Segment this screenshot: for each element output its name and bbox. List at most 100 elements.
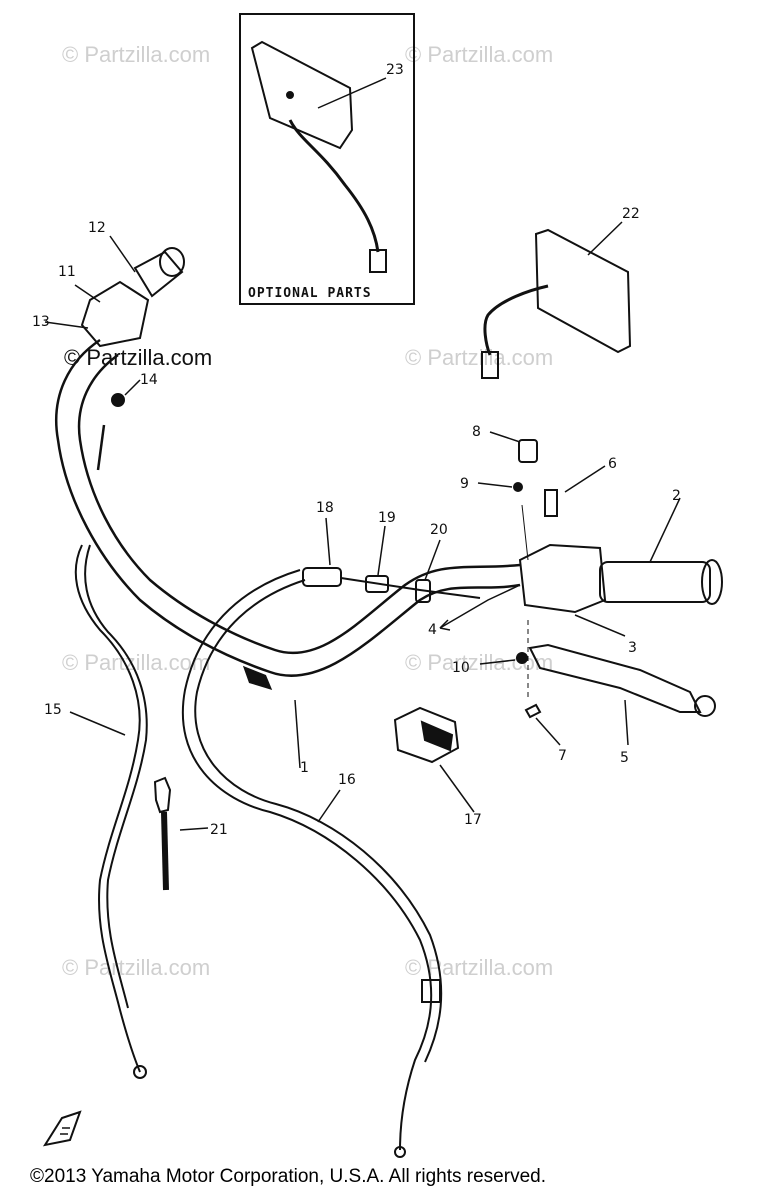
callout-20: 20 — [430, 522, 448, 538]
leader-line — [564, 465, 606, 493]
callout-9: 9 — [460, 476, 469, 492]
leader-line — [477, 482, 513, 488]
alignment-line — [521, 504, 529, 561]
bolt-21-shaft — [161, 811, 169, 891]
leader-line — [439, 764, 475, 813]
mirror-head-22 — [534, 228, 632, 354]
callout-4: 4 — [428, 622, 437, 638]
leader-line — [317, 789, 341, 823]
cable-15-path-inner — [84, 544, 148, 1009]
nut-10 — [516, 652, 528, 664]
mirror-mount-23 — [369, 249, 387, 273]
left-switch-11 — [80, 280, 150, 348]
callout-12: 12 — [88, 220, 106, 236]
inset-frame — [239, 13, 415, 305]
throttle-housing-3 — [518, 543, 607, 614]
callout-3: 3 — [628, 640, 637, 656]
callout-16: 16 — [338, 772, 356, 788]
leader-line — [649, 497, 681, 563]
callout-13: 13 — [32, 314, 50, 330]
nut-19 — [365, 575, 389, 593]
cable-link — [340, 577, 481, 599]
junction-body-17 — [393, 706, 460, 764]
leader-line — [317, 77, 387, 109]
handlebar-1 — [55, 338, 521, 769]
cable-15-path — [74, 544, 141, 1073]
mirror-stem-23 — [288, 119, 380, 253]
callout-21: 21 — [210, 822, 228, 838]
leader-line — [44, 321, 89, 329]
leader-line — [489, 431, 521, 443]
callout-6: 6 — [608, 456, 617, 472]
cable-16 — [181, 569, 443, 1158]
leader-line — [587, 221, 623, 256]
callout-23: 23 — [386, 62, 404, 78]
leader-line — [574, 614, 626, 637]
watermark-text: © Partzilla.com — [405, 650, 553, 675]
handlebar-clamp-band — [242, 665, 273, 690]
watermark-text-dark: © Partzilla.com — [64, 345, 212, 370]
leader-line — [179, 827, 209, 831]
lever-ball-end — [694, 695, 716, 717]
arrow-head-4 — [439, 619, 451, 631]
right-grip-assembly — [439, 497, 723, 637]
watermark-text: © Partzilla.com — [62, 42, 210, 67]
bolt-21 — [153, 776, 209, 891]
leader-line — [124, 379, 141, 396]
junction-shade — [420, 720, 454, 752]
arrow-line-4 — [439, 584, 521, 629]
cable-end-16 — [394, 1146, 406, 1158]
screw-shaft-14 — [96, 424, 106, 471]
leader-line — [294, 699, 301, 769]
copyright-notice: ©2013 Yamaha Motor Corporation, U.S.A. A… — [30, 1166, 546, 1187]
adjuster-18 — [302, 567, 342, 587]
leader-line — [535, 717, 561, 746]
watermark-text: © Partzilla.com — [405, 42, 553, 67]
callout-14: 14 — [140, 372, 158, 388]
screw-6 — [544, 489, 558, 517]
watermark-text: © Partzilla.com — [62, 955, 210, 980]
callout-7: 7 — [558, 748, 567, 764]
callout-19: 19 — [378, 510, 396, 526]
inset-label: OPTIONAL PARTS — [248, 286, 372, 301]
leader-line — [74, 284, 101, 303]
leader-line — [109, 235, 136, 273]
callout-2: 2 — [672, 488, 681, 504]
brake-lever-5 — [528, 643, 702, 713]
callout-5: 5 — [620, 750, 629, 766]
right-grip-end — [701, 559, 723, 605]
mirror-mount-22 — [481, 351, 499, 379]
washer-9 — [513, 482, 523, 492]
direction-arrow — [42, 1110, 82, 1147]
leader-line — [377, 525, 386, 576]
bolt-7 — [524, 703, 542, 719]
leader-line — [624, 699, 629, 746]
leader-line — [69, 711, 126, 736]
cable-sleeve-16 — [421, 979, 441, 1003]
callout-8: 8 — [472, 424, 481, 440]
watermark-group: © Partzilla.com © Partzilla.com © Partzi… — [62, 42, 553, 980]
direction-symbol — [42, 1110, 82, 1147]
brake-lever-group — [477, 431, 716, 746]
callout-1: 1 — [300, 760, 309, 776]
cable-end-15 — [133, 1065, 147, 1079]
leader-line — [479, 659, 516, 665]
optional-parts-inset — [239, 13, 415, 305]
mirror-stem-22 — [483, 284, 549, 356]
callout-15: 15 — [44, 702, 62, 718]
direction-marks — [60, 1127, 70, 1135]
left-grip-end — [159, 247, 185, 277]
cable-16-path-inner — [194, 579, 443, 1063]
callout-10: 10 — [452, 660, 470, 676]
handlebar-tube-inner — [77, 353, 521, 655]
leader-line — [424, 539, 441, 581]
handlebar-tube-outer — [55, 338, 521, 678]
left-grip-assembly — [44, 235, 185, 471]
mirror-head-23 — [250, 40, 354, 150]
mirror-pivot — [286, 91, 294, 99]
bolt-8 — [518, 439, 538, 463]
screw-14 — [111, 393, 125, 407]
left-grip-12 — [133, 250, 184, 298]
junction-17 — [393, 706, 475, 813]
cable-15 — [69, 544, 148, 1079]
